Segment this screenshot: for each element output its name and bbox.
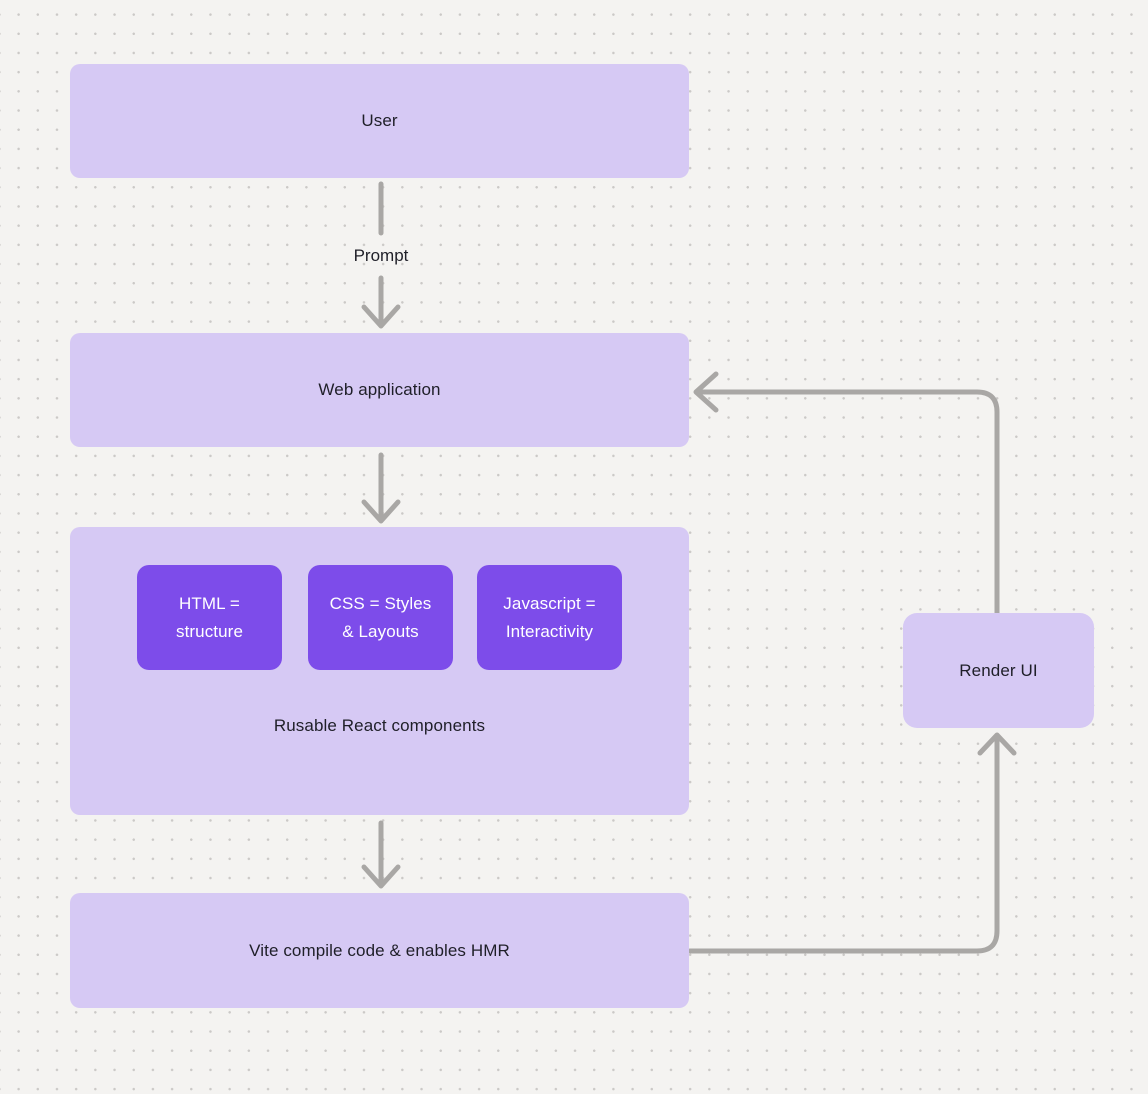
chip-css: CSS = Styles & Layouts xyxy=(308,565,453,670)
arrowhead-up-renderui xyxy=(977,732,1017,756)
node-web-application-label: Web application xyxy=(318,380,441,399)
arrowhead-down-group xyxy=(361,499,401,524)
arrowhead-left-webapp xyxy=(693,371,719,413)
arrowhead-down-webapp xyxy=(361,304,401,329)
chip-javascript-line1: Javascript = xyxy=(503,593,596,613)
chip-html-line2: structure xyxy=(175,621,244,641)
node-web-application: Web application xyxy=(70,333,689,447)
chip-javascript-line2: Interactivity xyxy=(505,621,594,641)
node-render-ui: Render UI xyxy=(903,613,1094,728)
chip-html-line1: HTML = xyxy=(179,593,240,613)
chip-javascript: Javascript = Interactivity xyxy=(477,565,622,670)
arrowhead-down-vite xyxy=(361,864,401,889)
node-user: User xyxy=(70,64,689,178)
node-render-ui-label: Render UI xyxy=(959,660,1038,680)
node-components-group: HTML = structure CSS = Styles & Layouts … xyxy=(70,527,689,815)
node-vite-label: Vite compile code & enables HMR xyxy=(249,940,510,960)
chip-css-line2: & Layouts xyxy=(342,621,419,641)
edge-label-prompt: Prompt xyxy=(353,246,409,265)
arrow-renderui-to-webapp xyxy=(697,389,1000,616)
chip-html: HTML = structure xyxy=(137,565,282,670)
arrow-vite-to-renderui xyxy=(687,737,1000,954)
node-vite: Vite compile code & enables HMR xyxy=(70,893,689,1008)
components-group-caption: Rusable React components xyxy=(273,716,486,735)
chip-css-line1: CSS = Styles xyxy=(329,593,432,613)
node-user-label: User xyxy=(361,111,398,130)
